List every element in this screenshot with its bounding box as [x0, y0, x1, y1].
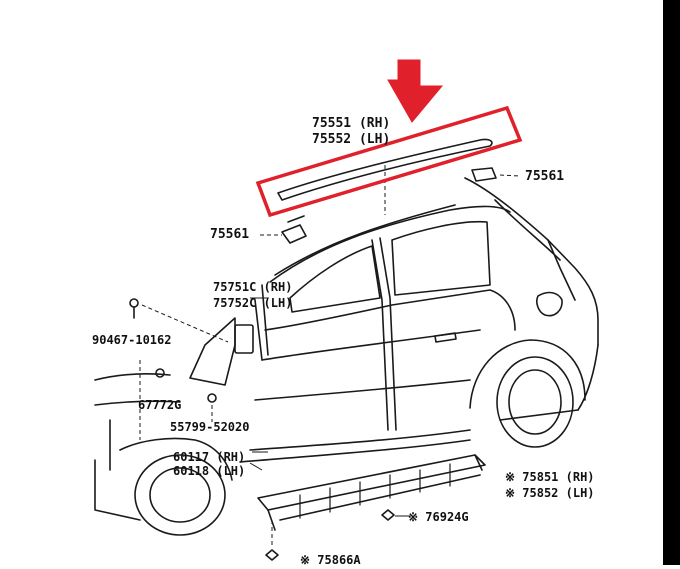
arrow-down-icon — [387, 59, 444, 123]
edge-bar — [663, 0, 680, 565]
label-door-rh: 60117 (RH) — [173, 450, 246, 464]
rear-wheel — [496, 356, 574, 448]
label-roof-molding-lh: 75552 (LH) — [312, 132, 391, 147]
clip-bottom-icon — [265, 549, 279, 561]
clip-rear — [471, 167, 497, 182]
rear-wheel-arch — [469, 339, 586, 409]
highlight-box — [255, 105, 523, 218]
roof-outline — [269, 205, 511, 283]
label-roof-molding-rh: 75551 (RH) — [312, 116, 391, 131]
label-door-lh: 60118 (LH) — [173, 464, 246, 478]
label-clip-front: 75561 — [210, 227, 250, 242]
label-pillar-lh: 75752C (LH) — [213, 296, 293, 310]
front-window — [289, 245, 381, 313]
label-clip-bottom: ※ 75866A — [300, 553, 361, 567]
rear-hatch — [464, 177, 599, 346]
label-rocker-rh: ※ 75851 (RH) — [505, 470, 595, 484]
clip-front — [281, 224, 307, 244]
roof-molding-part — [277, 138, 493, 201]
label-clip-rocker: ※ 76924G — [408, 510, 469, 524]
label-fastener: 67772G — [138, 398, 182, 412]
label-pillar-rh: 75751C (RH) — [213, 280, 293, 294]
label-rocker-lh: ※ 75852 (LH) — [505, 486, 595, 500]
rocker-molding — [257, 454, 486, 511]
clip-rocker-icon — [381, 509, 395, 521]
front-wheel — [134, 454, 226, 536]
fastener-icon — [155, 368, 165, 378]
label-clip-small: 55799-52020 — [170, 420, 250, 434]
clip-small-icon — [207, 393, 217, 403]
rear-window — [391, 220, 491, 296]
label-bolt: 90467-10162 — [92, 333, 172, 347]
bolt-icon — [129, 298, 139, 308]
tail-light — [536, 291, 563, 317]
label-clip-rear: 75561 — [525, 169, 565, 184]
